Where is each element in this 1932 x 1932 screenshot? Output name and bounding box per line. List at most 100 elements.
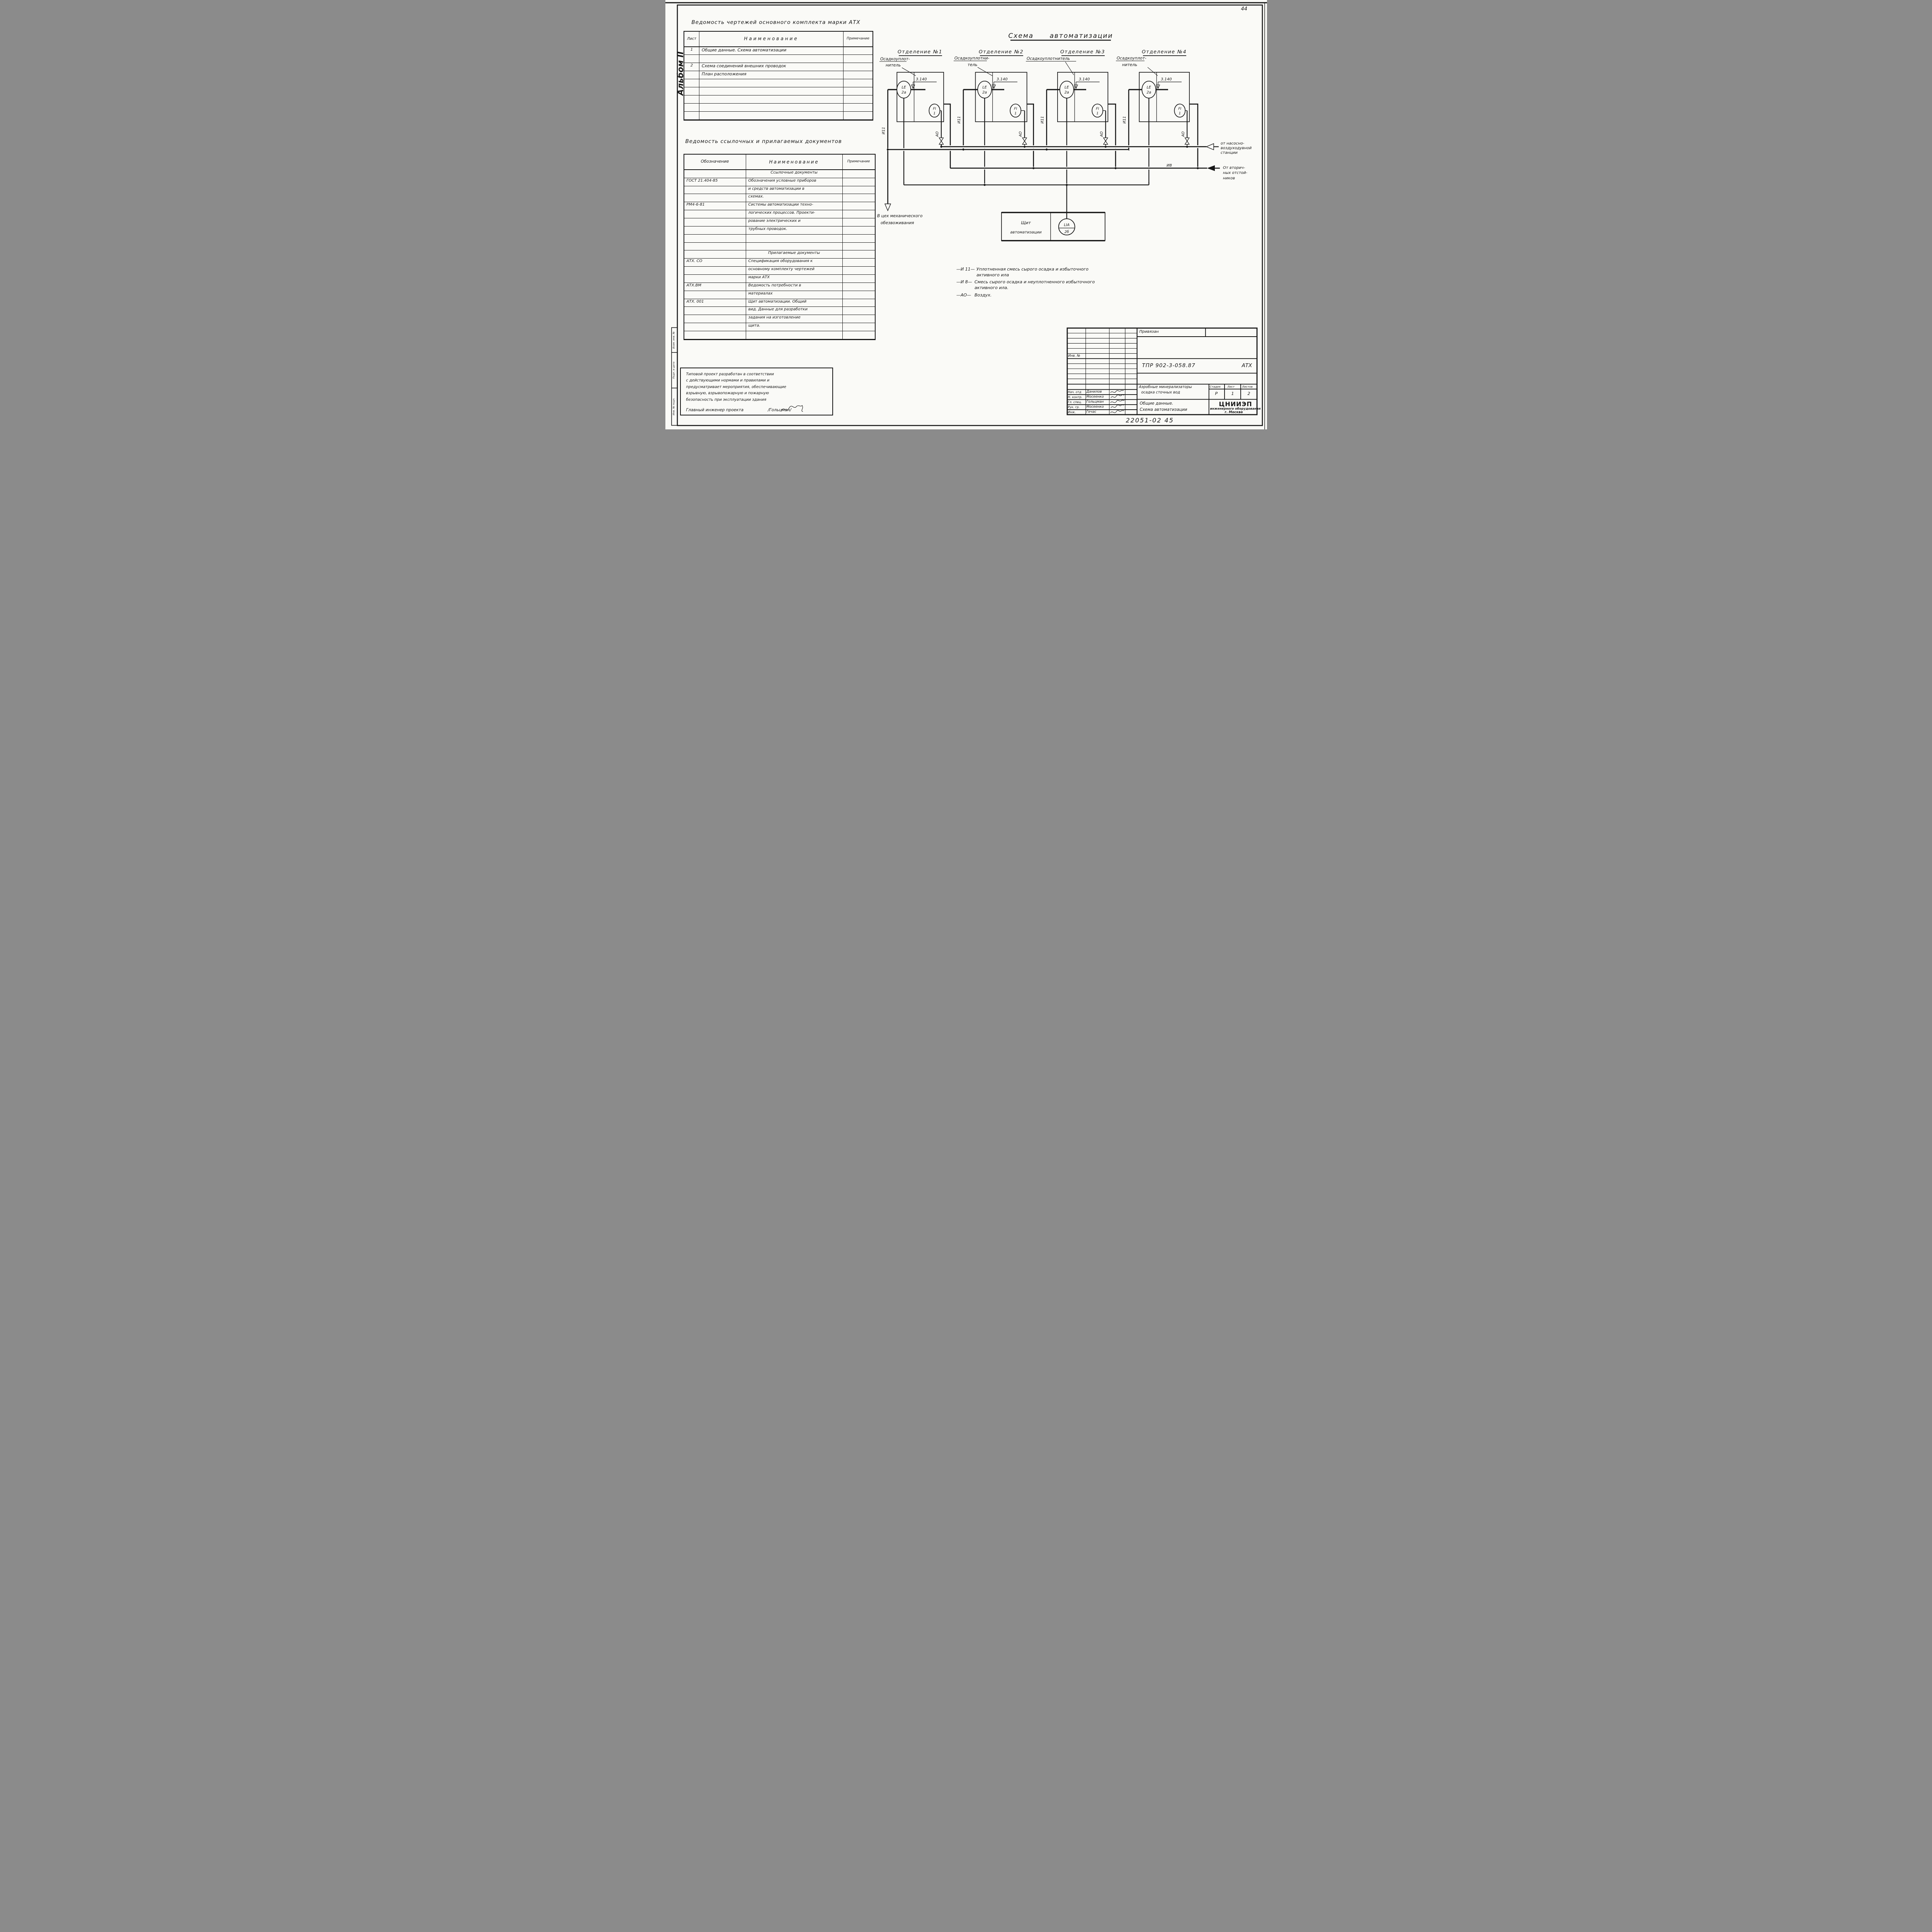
svg-text:Отделение №2: Отделение №2 — [978, 49, 1023, 54]
equipment-label: нитель — [886, 63, 901, 68]
sheet-value: 1 — [1231, 391, 1234, 396]
signer-name: Гечас — [1086, 410, 1097, 414]
equipment-label: Осадкоуплот- — [880, 57, 910, 61]
sheets-value: 2 — [1247, 391, 1250, 396]
cell: АТХ. СО — [684, 259, 746, 267]
svg-text:Смесь сырого осадка и неуплотн: Смесь сырого осадка и неуплотненного изб… — [975, 279, 1095, 284]
mark-code: АТХ — [1242, 363, 1252, 369]
note-line: с действующими нормами и правилами и — [686, 378, 770, 383]
org-name: инженерного оборудования — [1210, 407, 1261, 410]
section-header: Ссылочные документы — [746, 170, 843, 178]
refs-table: Обозначение Наименование Примечание Ссыл… — [683, 153, 876, 340]
cell — [844, 63, 872, 71]
cell: трубных проводок. — [746, 226, 843, 235]
section-title: Отделение №1 — [897, 49, 942, 54]
svg-text:3.140: 3.140 — [1161, 77, 1172, 82]
settler-unit-4: Отделение №4 Осадкоуплот- нитель 3.140 L… — [1116, 49, 1198, 185]
column-header: Обозначение — [684, 154, 746, 170]
column-header: Примечание — [842, 155, 875, 170]
svg-text:3.140: 3.140 — [1078, 77, 1090, 82]
cell — [844, 95, 872, 104]
svg-text:Осадкоуплотни-: Осадкоуплотни- — [954, 56, 990, 61]
svg-text:FI: FI — [1178, 107, 1181, 111]
svg-text:Щит: Щит — [1021, 220, 1031, 225]
elevation-mark: 3.140 — [916, 77, 927, 82]
drawings-table: Лист Наименование Примечание 1 Общие дан… — [684, 31, 873, 121]
edge-stamp-label: Инв. № подл. — [672, 398, 675, 415]
svg-text:—И 11—: —И 11— — [956, 267, 975, 272]
cell — [684, 95, 699, 104]
drawings-table-title: Ведомость чертежей основного комплекта м… — [691, 19, 861, 26]
i8-branch — [943, 104, 951, 169]
album-label: Альбом II — [676, 51, 685, 96]
page-number: 44 — [1241, 6, 1248, 12]
cell: РМ4-6-81 — [684, 202, 746, 211]
project-name: Аэробные минерализаторы — [1139, 385, 1192, 389]
svg-text:1: 1 — [1014, 112, 1017, 116]
sheets-label: Листов — [1242, 385, 1253, 388]
compliance-note: Типовой проект разработан в соответствии… — [680, 368, 833, 415]
edge-stamp-label: Подп. и дата — [672, 362, 675, 379]
svg-text:2a: 2a — [982, 90, 987, 95]
svg-text:И11: И11 — [957, 116, 961, 123]
sheet-title: Схема автоматизации — [1139, 407, 1187, 412]
pipe-label-ao: АО — [935, 131, 939, 137]
svg-text:LE: LE — [1065, 85, 1069, 90]
cell: марки АТХ — [746, 274, 843, 283]
note-line: Типовой проект разработан в соответствии — [686, 372, 774, 376]
cell: 2 — [684, 63, 699, 71]
cell: материалах — [746, 291, 843, 299]
note-line: предусматривает мероприятия, обеспечиваю… — [686, 385, 786, 389]
cell — [844, 47, 872, 55]
edge-stamp — [671, 327, 678, 426]
cell — [699, 79, 844, 88]
schema-title: Схема автоматизации — [1008, 32, 1113, 40]
cell: Обозначения условные приборов — [746, 178, 843, 186]
svg-text:нитель: нитель — [1122, 63, 1137, 67]
settler-unit-1: Отделение №1 Осадкоуплот- нитель 3.140 L… — [879, 49, 951, 204]
sheet-label: Лист — [1227, 385, 1235, 388]
doc-number: ТПР 902-3-058.87 — [1142, 363, 1196, 369]
inv-label: Инв. № — [1068, 354, 1080, 358]
cell: задания на изготовление — [746, 315, 843, 323]
cell: ГОСТ 21.404-85 — [684, 178, 746, 186]
svg-text:2a: 2a — [901, 90, 906, 95]
cell: вид. Данные для разработки — [746, 307, 843, 315]
cell: логических процессов. Проекти- — [746, 210, 843, 218]
svg-text:Уплотненная смесь сырого осадк: Уплотненная смесь сырого осадка и избыто… — [976, 267, 1088, 272]
svg-text:FI: FI — [933, 107, 936, 111]
flow-arrow-dewatering — [884, 203, 891, 211]
title-block-lines — [781, 327, 1258, 415]
cell: Общие данные. Схема автоматизации — [699, 47, 844, 55]
pipe-headers — [884, 137, 1220, 219]
svg-text:воздуходувной: воздуходувной — [1221, 146, 1252, 150]
svg-text:FI: FI — [1096, 107, 1099, 111]
cell — [699, 95, 844, 104]
svg-text:LIA: LIA — [1064, 223, 1070, 227]
cell — [699, 87, 844, 95]
linework-layer: Альбом II Взам. инв. № Подп. и дата Инв.… — [665, 2, 1267, 429]
svg-text:Осадкоуплотнитель: Осадкоуплотнитель — [1027, 56, 1070, 61]
tank-outline — [896, 72, 944, 122]
svg-text:1: 1 — [1179, 112, 1181, 116]
svg-text:FI: FI — [1014, 107, 1017, 111]
cell — [844, 112, 872, 120]
signer-role: Рук. гр. — [1068, 405, 1080, 409]
cell: схемах. — [746, 194, 843, 203]
leader-line — [901, 67, 916, 76]
svg-text:АО: АО — [1181, 131, 1185, 137]
cell: и средств автоматизации в — [746, 186, 843, 194]
lia-instrument — [1058, 218, 1075, 235]
cell: АТХ.ВМ — [684, 283, 746, 291]
org-name: ЦНИИЭП — [1219, 400, 1252, 408]
pipe-label-i11: И11 — [881, 127, 886, 134]
cell: 1 — [684, 47, 699, 55]
signer-name: Мосеенко — [1086, 405, 1104, 409]
svg-text:В цех механического: В цех механического — [877, 214, 923, 218]
sheet-title: Общие данные. — [1139, 401, 1173, 406]
cell — [684, 111, 699, 120]
svg-text:LE: LE — [901, 85, 906, 90]
svg-text:2a: 2a — [1146, 90, 1151, 95]
svg-text:АО: АО — [1100, 131, 1104, 137]
signer-role: Н. контр. — [1068, 395, 1082, 399]
